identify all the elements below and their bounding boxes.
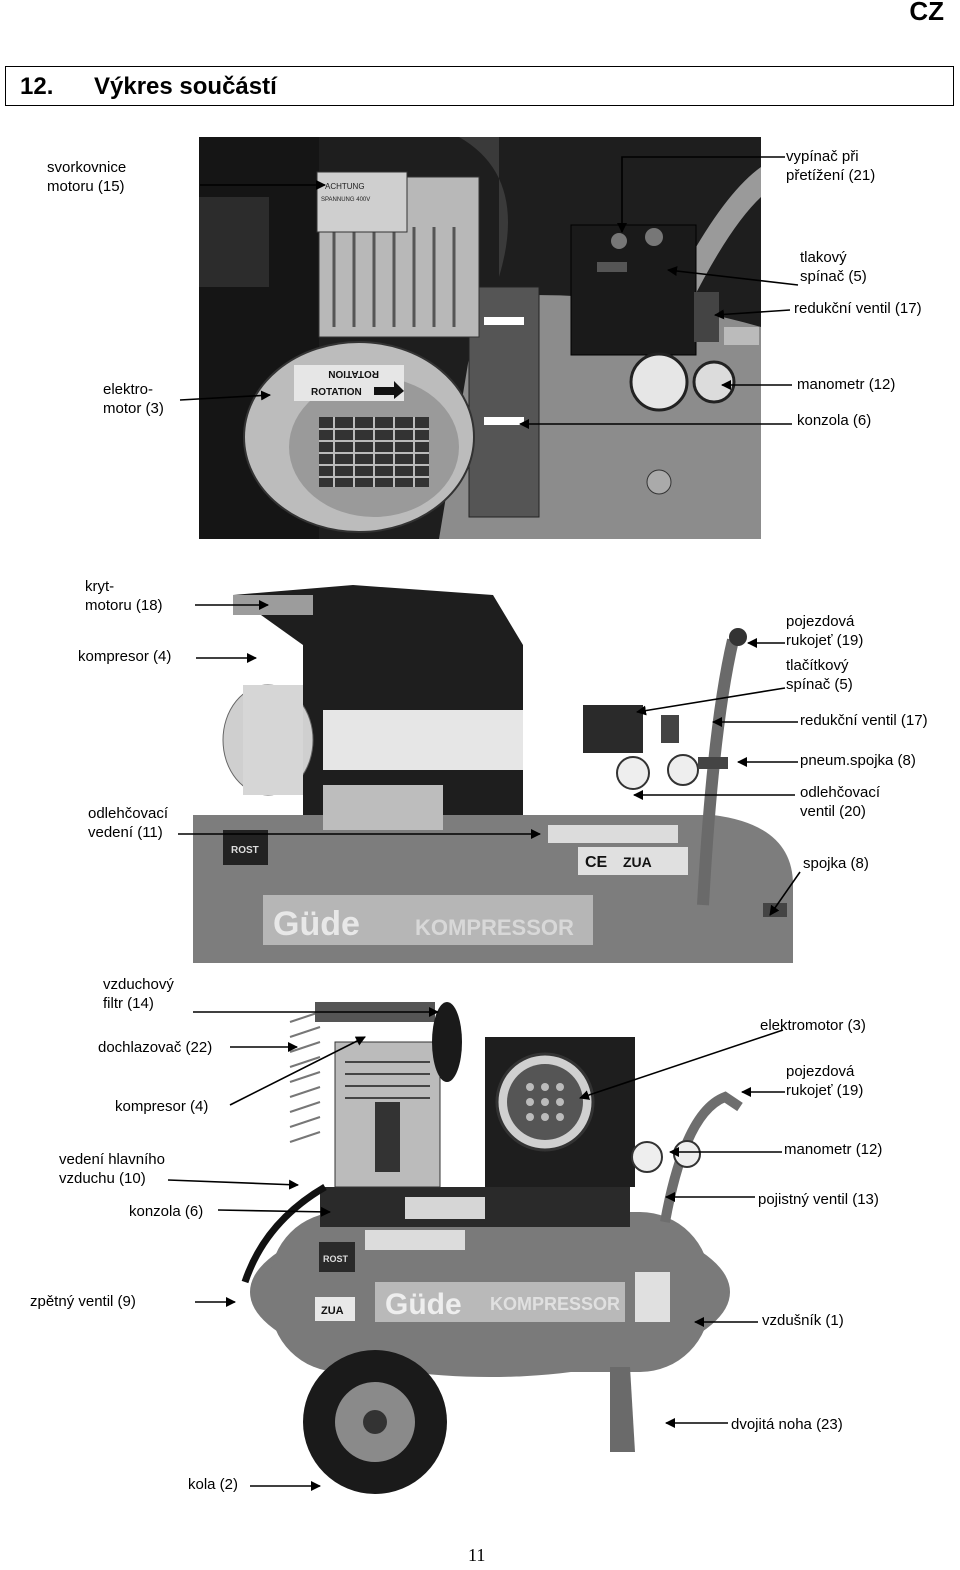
label-manometr-3: manometr (12) [784, 1141, 883, 1158]
label-pojezdova-1: pojezdová [786, 613, 855, 630]
brand-word-2: KOMPRESSOR [415, 915, 574, 940]
photo-compressor-large: Güde KOMPRESSOR ZUA ROST [235, 992, 745, 1512]
brand-word-3: KOMPRESSOR [490, 1294, 620, 1314]
label-kompresor-2: kompresor (4) [78, 648, 172, 665]
label-kompresor-3: kompresor (4) [115, 1098, 209, 1115]
section-title-box: 12. Výkres součástí [5, 66, 954, 106]
label-konzola-3: konzola (6) [129, 1203, 204, 1220]
label-odlehcovaci-ventil-2: ventil (20) [800, 803, 866, 820]
photo-compressor-small: Güde KOMPRESSOR ROST CE ZUA [193, 585, 793, 963]
label-tlakovy-2: spínač (5) [800, 268, 867, 285]
brand-logo-2: Güde [273, 905, 360, 943]
label-odlehcovaci-ventil-1: odlehčovací [800, 784, 881, 801]
label-svorkovnice-1: svorkovnice [47, 159, 127, 176]
label-redukcni-2: redukční ventil (17) [800, 712, 928, 729]
label-vypinac-1: vypínač při [786, 148, 859, 165]
page-number: 11 [468, 1545, 486, 1565]
label-elektromotor-2: motor (3) [103, 400, 164, 417]
brand-logo-3: Güde [385, 1288, 462, 1321]
label-vzdusnik: vzdušník (1) [762, 1312, 844, 1329]
label-vzduchovy-filtr-1: vzduchový [103, 976, 174, 993]
label-svorkovnice-2: motoru (15) [47, 178, 125, 195]
label-pojistny-ventil: pojistný ventil (13) [758, 1191, 879, 1208]
zua-logo-3: ZUA [321, 1305, 344, 1317]
label-elektromotor-3: elektromotor (3) [760, 1017, 866, 1034]
label-vedeni-1: vedení hlavního [59, 1151, 165, 1168]
label-konzola: konzola (6) [797, 412, 872, 429]
label-spojka: spojka (8) [803, 855, 869, 872]
zua-logo-2: ZUA [623, 854, 652, 870]
label-tlacitkovy-1: tlačítkový [786, 657, 849, 674]
label-dochlazovac: dochlazovač (22) [98, 1039, 213, 1056]
label-kryt-1: kryt- [85, 578, 115, 595]
label-vedeni-2: vzduchu (10) [59, 1170, 146, 1187]
label-manometr: manometr (12) [797, 376, 896, 393]
ce-mark-2: CE [585, 854, 608, 871]
label-odlehcovaci-vedeni-2: vedení (11) [88, 824, 163, 841]
rost-badge-3: ROST [323, 1254, 349, 1264]
label-pneum-spojka: pneum.spojka (8) [800, 752, 916, 769]
language-code: CZ [909, 0, 944, 26]
label-vypinac-2: přetížení (21) [786, 167, 876, 184]
section-title: Výkres součástí [94, 73, 277, 100]
label-pojezdova-3-1: pojezdová [786, 1063, 855, 1080]
terminal-plate-text2: SPANNUNG 400V [321, 197, 370, 203]
label-pojezdova-3-2: rukojeť (19) [786, 1082, 864, 1099]
label-kola: kola (2) [188, 1476, 239, 1493]
label-vzduchovy-filtr-2: filtr (14) [103, 995, 154, 1012]
rost-badge-2: ROST [231, 845, 259, 856]
rotation-label-1: ROTATION [328, 368, 379, 379]
label-odlehcovaci-vedeni-1: odlehčovací [88, 805, 169, 822]
label-tlacitkovy-2: spínač (5) [786, 676, 853, 693]
terminal-plate-text: ACHTUNG [325, 182, 365, 191]
label-pojezdova-2: rukojeť (19) [786, 632, 864, 649]
label-redukcni-ventil: redukční ventil (17) [794, 300, 922, 317]
photo-motor-detail: ACHTUNG SPANNUNG 400V ROTATION ROTATION [199, 137, 761, 539]
label-tlakovy-1: tlakový [800, 249, 847, 266]
label-zpetny-ventil: zpětný ventil (9) [30, 1293, 136, 1310]
label-kryt-2: motoru (18) [85, 597, 163, 614]
label-dvojita-noha: dvojitá noha (23) [731, 1416, 843, 1433]
rotation-label-2: ROTATION [311, 387, 362, 398]
section-number: 12. [20, 73, 54, 100]
label-elektromotor-1: elektro- [103, 381, 154, 398]
